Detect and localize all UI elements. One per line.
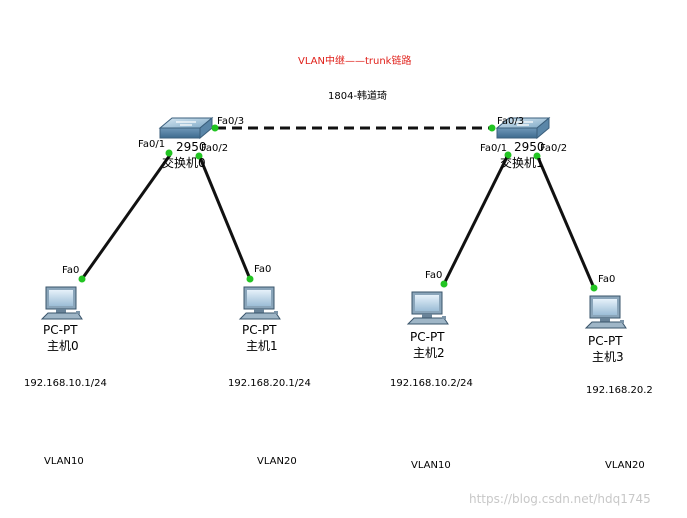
pc-name-label: 主机0 bbox=[47, 339, 79, 353]
port-label: Fa0/1 bbox=[480, 143, 508, 154]
switch-icon[interactable] bbox=[495, 116, 551, 140]
vlan-label: VLAN10 bbox=[44, 456, 84, 467]
port-status-dots bbox=[78, 124, 598, 292]
watermark-text: https://blog.csdn.net/hdq1745 bbox=[469, 492, 651, 506]
diagram-subtitle: 1804-韩道琦 bbox=[328, 91, 388, 102]
pc-icon[interactable] bbox=[40, 286, 83, 320]
link-sw0-pc0 bbox=[80, 154, 172, 280]
switch-icon[interactable] bbox=[158, 116, 214, 140]
port-label: Fa0 bbox=[62, 265, 80, 276]
switch-name-label: 交换机1 bbox=[500, 156, 544, 170]
port-dot bbox=[488, 124, 496, 132]
switch-model-label: 2950 bbox=[176, 140, 207, 154]
link-sw1-pc2 bbox=[442, 154, 510, 285]
port-label: Fa0 bbox=[598, 274, 616, 285]
pc-name-label: 主机1 bbox=[246, 339, 278, 353]
port-label: Fa0 bbox=[254, 264, 272, 275]
port-dot bbox=[165, 149, 173, 157]
pc-icon[interactable] bbox=[406, 291, 449, 325]
pc-type-label: PC-PT bbox=[43, 323, 78, 337]
port-label: Fa0 bbox=[425, 270, 443, 281]
link-sw1-pc3 bbox=[535, 154, 596, 289]
vlan-label: VLAN10 bbox=[411, 460, 451, 471]
pc-name-label: 主机2 bbox=[413, 346, 445, 360]
port-dot bbox=[78, 275, 86, 283]
switch-model-label: 2950 bbox=[514, 140, 545, 154]
port-label: Fa0/1 bbox=[138, 139, 166, 150]
port-label: Fa0/3 bbox=[217, 116, 245, 127]
port-label: Fa0/3 bbox=[497, 116, 525, 127]
port-label: Fa0/2 bbox=[201, 143, 229, 154]
port-dot bbox=[211, 124, 219, 132]
pc-type-label: PC-PT bbox=[242, 323, 277, 337]
ip-address-label: 192.168.20.2 bbox=[586, 385, 653, 396]
port-dot bbox=[504, 151, 512, 159]
pc-type-label: PC-PT bbox=[588, 334, 623, 348]
ip-address-label: 192.168.20.1/24 bbox=[228, 378, 311, 389]
diagram-title: VLAN中继——trunk链路 bbox=[298, 56, 412, 67]
pc-name-label: 主机3 bbox=[592, 350, 624, 364]
port-dot bbox=[195, 152, 203, 160]
ip-address-label: 192.168.10.2/24 bbox=[390, 378, 473, 389]
port-dot bbox=[533, 152, 541, 160]
switch-name-label: 交换机0 bbox=[162, 156, 206, 170]
port-dot bbox=[246, 275, 254, 283]
pc-icon[interactable] bbox=[238, 286, 281, 320]
port-dot bbox=[590, 284, 598, 292]
port-dot bbox=[440, 280, 448, 288]
port-label: Fa0/2 bbox=[540, 143, 568, 154]
vlan-label: VLAN20 bbox=[605, 460, 645, 471]
pc-type-label: PC-PT bbox=[410, 330, 445, 344]
link-sw0-pc1 bbox=[197, 154, 252, 280]
ip-address-label: 192.168.10.1/24 bbox=[24, 378, 107, 389]
pc-icon[interactable] bbox=[584, 295, 627, 329]
vlan-label: VLAN20 bbox=[257, 456, 297, 467]
